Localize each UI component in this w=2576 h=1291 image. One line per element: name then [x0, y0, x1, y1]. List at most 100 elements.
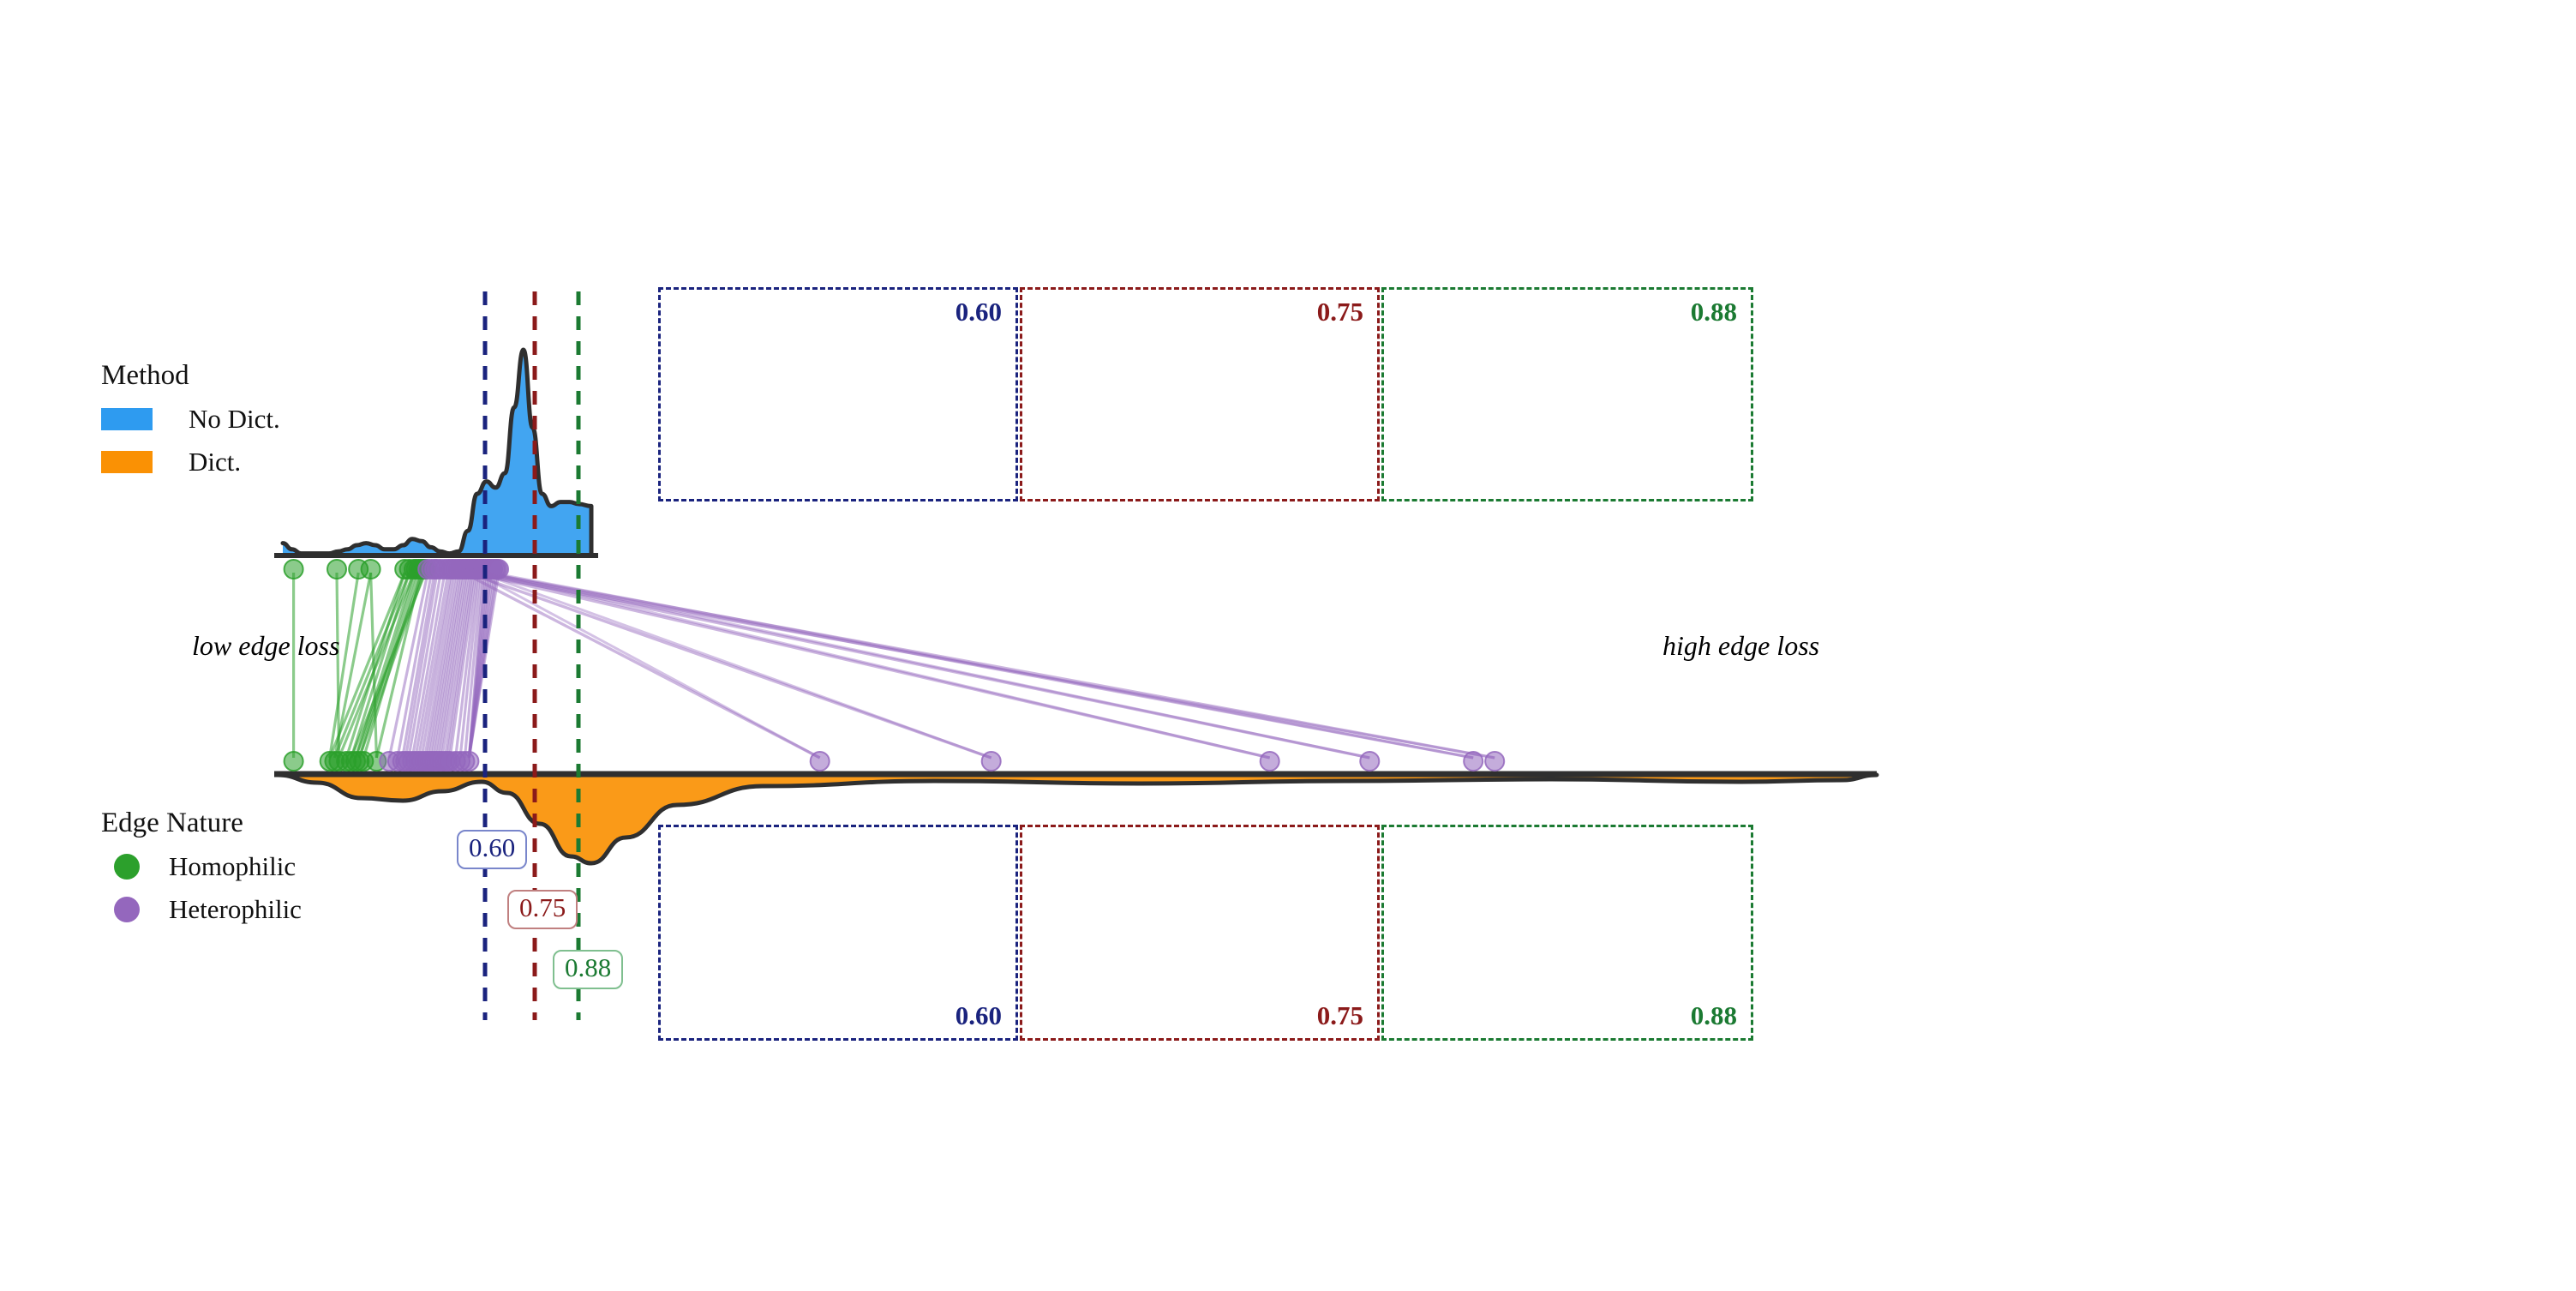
panel-top-075: 0.75 — [1020, 287, 1380, 501]
rug-dot-bottom-heterophilic-26 — [1259, 751, 1280, 772]
kde-outline-no-dict — [280, 347, 594, 556]
rug-dot-bottom-homophilic-0 — [283, 751, 304, 772]
panel-top-088-tag: 0.88 — [1690, 297, 1737, 327]
slope-line-longtail-b-1 — [478, 571, 992, 760]
slope-line-heterophilic-3 — [404, 572, 439, 759]
color-dot-homophilic — [114, 854, 140, 880]
legend-edge-nature: Edge Nature Homophilic Heterophilic — [101, 808, 302, 925]
rug-dot-top-homophilic-1 — [326, 559, 347, 579]
legend-item-homophilic: Homophilic — [101, 851, 302, 882]
kde-area-dict — [278, 774, 1877, 863]
panel-top-075-tag: 0.75 — [1316, 297, 1363, 327]
slope-line-heterophilic-4 — [407, 572, 442, 759]
rug-dot-bottom-heterophilic-29 — [1484, 751, 1506, 772]
color-swatch-no-dict — [101, 408, 153, 430]
slope-line-heterophilic-18 — [446, 572, 476, 759]
slope-line-longtail-5 — [482, 571, 1495, 760]
slope-line-homophilic-12 — [350, 572, 427, 759]
panel-bottom-088-tag: 0.88 — [1690, 1000, 1737, 1030]
slope-line-longtail-0 — [462, 571, 821, 760]
slope-line-heterophilic-2 — [401, 572, 436, 759]
slope-line-homophilic-2 — [328, 572, 360, 759]
low-edge-loss-label: low edge loss — [192, 630, 340, 661]
slope-line-heterophilic-11 — [428, 572, 462, 759]
legend-item-heterophilic: Heterophilic — [101, 894, 302, 925]
rug-dot-bottom-heterophilic-28 — [1463, 751, 1484, 772]
rug-dot-top-heterophilic-31 — [488, 559, 509, 579]
legend-label-heterophilic: Heterophilic — [169, 894, 302, 924]
rug-dot-bottom-heterophilic-27 — [1359, 751, 1381, 772]
slope-line-homophilic-1 — [335, 572, 341, 759]
slope-line-heterophilic-16 — [440, 572, 472, 759]
slope-line-homophilic-14 — [333, 572, 411, 759]
slope-line-heterophilic-22 — [463, 572, 483, 759]
color-dot-heterophilic — [114, 897, 140, 922]
legend-label-no-dict: No Dict. — [189, 404, 280, 434]
rug-bottom-dict — [283, 751, 1506, 772]
slope-line-heterophilic-0 — [387, 572, 429, 759]
kde-area-no-dict — [283, 350, 591, 555]
slope-line-heterophilic-10 — [425, 572, 460, 759]
panel-bottom-075-tag: 0.75 — [1316, 1000, 1363, 1030]
slope-line-heterophilic-17 — [443, 572, 474, 759]
legend-item-dict: Dict. — [101, 447, 280, 477]
panel-bottom-088: 0.88 — [1381, 825, 1753, 1041]
rug-dot-bottom-heterophilic-24 — [809, 751, 830, 772]
slope-line-heterophilic-21 — [458, 572, 482, 759]
slope-line-homophilic-13 — [328, 572, 406, 759]
slope-line-heterophilic-7 — [416, 572, 452, 759]
threshold-pill-088: 0.88 — [553, 950, 624, 989]
slope-line-heterophilic-20 — [454, 572, 480, 759]
kde-no-dict — [280, 347, 594, 556]
slope-line-heterophilic-6 — [414, 572, 450, 759]
rug-dot-top-homophilic-3 — [360, 559, 381, 579]
panel-top-060: 0.60 — [658, 287, 1018, 501]
panel-bottom-060: 0.60 — [658, 825, 1018, 1041]
slope-line-longtail-2 — [470, 571, 1271, 760]
slope-line-longtail-3 — [475, 571, 1370, 760]
panel-top-060-tag: 0.60 — [955, 297, 1002, 327]
panel-bottom-060-tag: 0.60 — [955, 1000, 1002, 1030]
rug-dot-bottom-heterophilic-25 — [980, 751, 1002, 772]
panel-bottom-075: 0.75 — [1020, 825, 1380, 1041]
slope-line-longtail-b-5 — [463, 571, 1495, 760]
rug-dot-bottom-heterophilic-23 — [458, 751, 480, 772]
slope-line-longtail-b-2 — [482, 571, 1271, 760]
panel-top-088: 0.88 — [1381, 287, 1753, 501]
kde-outline-dict — [275, 772, 1879, 866]
slope-line-heterophilic-14 — [435, 572, 468, 759]
slope-line-homophilic-5 — [350, 572, 411, 759]
high-edge-loss-label: high edge loss — [1662, 630, 1820, 661]
slope-line-heterophilic-19 — [448, 572, 477, 759]
slope-line-longtail-b-0 — [474, 571, 821, 760]
kde-dict — [275, 772, 1879, 866]
slope-line-homophilic-16 — [369, 572, 378, 759]
slope-line-longtail-b-4 — [489, 571, 1474, 760]
slope-line-longtail-1 — [466, 571, 992, 760]
slope-line-homophilic-15 — [338, 572, 416, 759]
legend-item-no-dict: No Dict. — [101, 404, 280, 435]
slope-line-longtail-b-3 — [486, 571, 1370, 760]
rug-dot-top-homophilic-0 — [283, 559, 304, 579]
slope-line-heterophilic-5 — [410, 572, 446, 759]
legend-edge-nature-title: Edge Nature — [101, 808, 243, 838]
legend-label-homophilic: Homophilic — [169, 851, 297, 881]
legend-method: Method No Dict. Dict. — [101, 360, 280, 477]
legend-label-dict: Dict. — [189, 447, 242, 477]
threshold-pill-075: 0.75 — [507, 890, 578, 929]
slope-line-longtail-4 — [478, 571, 1474, 760]
legend-method-title: Method — [101, 360, 189, 391]
slope-connection-lines — [292, 571, 1495, 760]
slope-line-heterophilic-15 — [438, 572, 470, 759]
color-swatch-dict — [101, 451, 153, 473]
rug-top-no-dict — [283, 559, 509, 579]
slope-line-heterophilic-1 — [396, 572, 434, 759]
kde-baselines — [274, 553, 1877, 778]
slope-line-heterophilic-8 — [420, 572, 455, 759]
slope-line-homophilic-3 — [332, 572, 373, 759]
slope-line-heterophilic-12 — [430, 572, 464, 759]
slope-line-heterophilic-13 — [433, 572, 466, 759]
slope-line-heterophilic-9 — [423, 572, 458, 759]
